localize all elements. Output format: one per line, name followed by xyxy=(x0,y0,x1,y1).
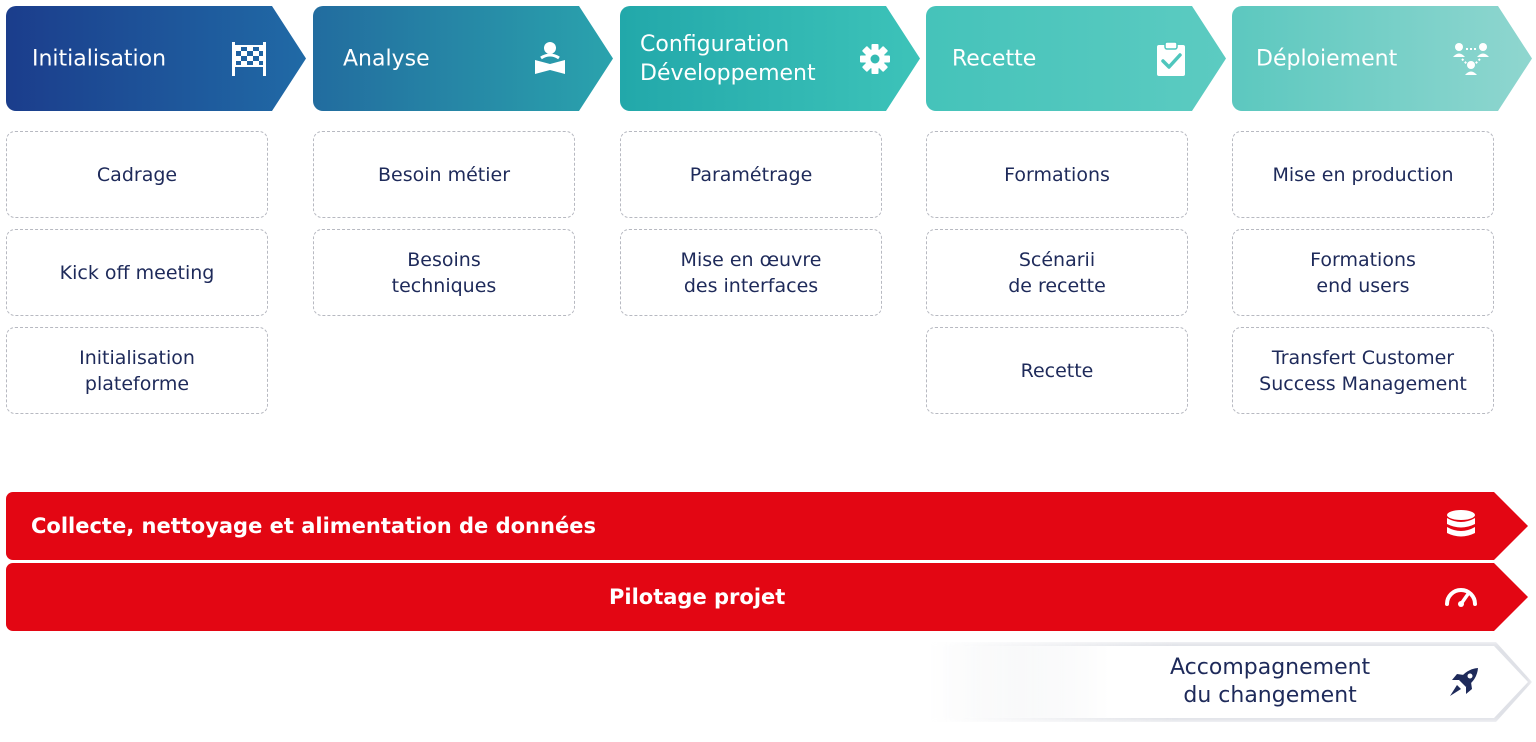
band-label: Collecte, nettoyage et alimentation de d… xyxy=(31,514,596,538)
reading-person-icon xyxy=(531,40,569,78)
task-box: Recette xyxy=(926,327,1188,414)
phase-title: Configuration Développement xyxy=(640,31,816,86)
task-box: Besoins techniques xyxy=(313,229,575,316)
task-box: Mise en production xyxy=(1232,131,1494,218)
phase-configuration: Configuration Développement xyxy=(620,6,920,111)
task-box: Transfert Customer Success Management xyxy=(1232,327,1494,414)
change-management-arrow: Accompagnement du changement xyxy=(930,646,1528,718)
database-icon xyxy=(1444,509,1478,543)
network-users-icon xyxy=(1452,40,1490,78)
phase-deploiement: Déploiement xyxy=(1232,6,1532,111)
band-data-collection: Collecte, nettoyage et alimentation de d… xyxy=(6,492,1528,560)
task-box: Formations xyxy=(926,131,1188,218)
phase-title: Déploiement xyxy=(1256,46,1398,71)
phase-title: Recette xyxy=(952,46,1037,71)
task-box: Paramétrage xyxy=(620,131,882,218)
phase-recette: Recette xyxy=(926,6,1226,111)
task-box: Formations end users xyxy=(1232,229,1494,316)
task-box: Cadrage xyxy=(6,131,268,218)
speedometer-icon xyxy=(1444,580,1478,614)
task-box: Scénarii de recette xyxy=(926,229,1188,316)
task-box: Initialisation plateforme xyxy=(6,327,268,414)
checkered-flag-icon xyxy=(230,40,268,78)
phase-analyse: Analyse xyxy=(313,6,613,111)
gear-icon xyxy=(856,40,894,78)
phase-title: Analyse xyxy=(343,46,430,71)
rocket-icon xyxy=(1446,664,1482,700)
change-label: Accompagnement du changement xyxy=(1170,655,1371,708)
band-project-steering: Pilotage projet xyxy=(6,563,1528,631)
task-box: Besoin métier xyxy=(313,131,575,218)
phase-initialisation: Initialisation xyxy=(6,6,306,111)
clipboard-check-icon xyxy=(1152,40,1190,78)
task-box: Kick off meeting xyxy=(6,229,268,316)
task-box: Mise en œuvre des interfaces xyxy=(620,229,882,316)
band-label: Pilotage projet xyxy=(609,585,786,609)
phase-title: Initialisation xyxy=(32,46,167,71)
